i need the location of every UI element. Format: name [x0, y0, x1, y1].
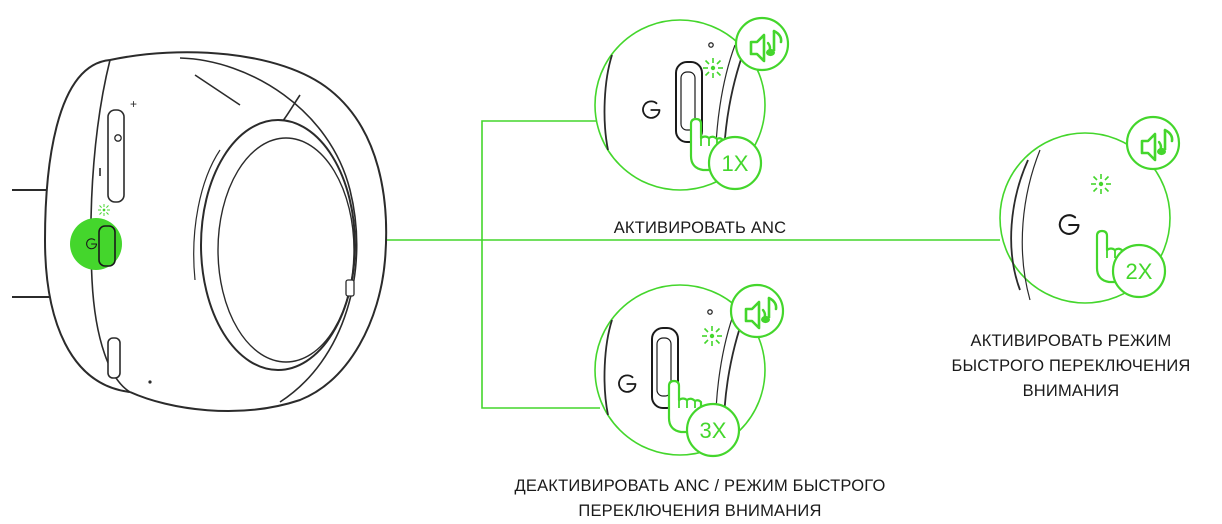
caption-single-press: АКТИВИРОВАТЬ ANC — [455, 216, 945, 241]
caption-double-press: АКТИВИРОВАТЬ РЕЖИМ БЫСТРОГО ПЕРЕКЛЮЧЕНИЯ… — [920, 329, 1222, 404]
count-label-1x: 1X — [722, 151, 749, 176]
caption-line: АКТИВИРОВАТЬ ANC — [613, 219, 787, 237]
count-badge-2x — [1111, 243, 1167, 299]
power-button — [98, 225, 116, 267]
caption-line: ДЕАКТИВИРОВАТЬ ANC / РЕЖИМ БЫСТРОГО — [514, 477, 886, 495]
headphone-earcup: + — [12, 51, 388, 412]
zoom-triple-press: 3X — [594, 283, 785, 458]
led-icon-3x — [701, 325, 723, 347]
caption-line: ПЕРЕКЛЮЧЕНИЯ ВНИМАНИЯ — [578, 502, 822, 520]
sound-prompt-badge-1x — [734, 16, 790, 72]
volume-rocker — [107, 109, 125, 203]
volume-plus-icon: + — [130, 97, 137, 111]
caption-triple-press: ДЕАКТИВИРОВАТЬ ANC / РЕЖИМ БЫСТРОГО ПЕРЕ… — [420, 474, 980, 524]
led-icon-1x — [702, 57, 724, 79]
led-icon — [97, 203, 111, 217]
count-label-3x: 3X — [700, 418, 727, 443]
usb-port — [107, 337, 121, 379]
caption-line: ВНИМАНИЯ — [1022, 382, 1120, 400]
caption-line: БЫСТРОГО ПЕРЕКЛЮЧЕНИЯ — [951, 357, 1191, 375]
branch-connector — [481, 120, 600, 409]
zoom-single-press: 1X — [594, 16, 790, 191]
caption-line: АКТИВИРОВАТЬ РЕЖИМ — [970, 332, 1172, 350]
sound-prompt-badge-3x — [729, 283, 785, 339]
sound-prompt-badge-2x — [1125, 115, 1181, 171]
ear-cushion — [200, 119, 356, 371]
count-badge-3x — [685, 402, 741, 458]
led-icon-2x — [1090, 173, 1112, 195]
zoom-double-press: 2X — [999, 115, 1181, 304]
count-label-2x: 2X — [1126, 259, 1153, 284]
count-badge-1x — [707, 135, 763, 191]
volume-center-icon — [114, 134, 122, 142]
